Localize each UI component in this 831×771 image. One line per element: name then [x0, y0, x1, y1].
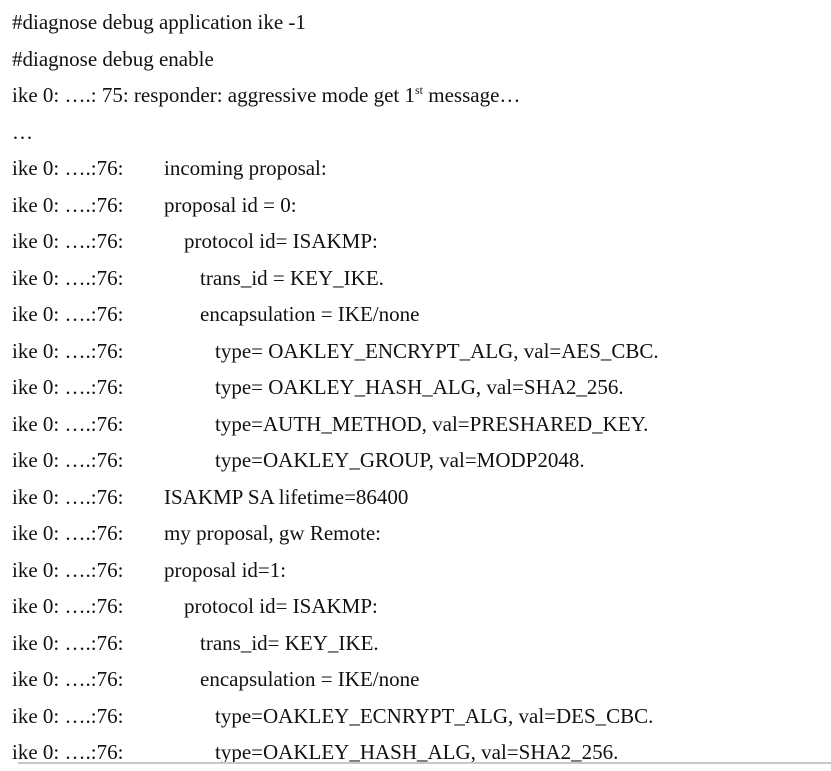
log-line-prefix: ike 0: ….:76:: [12, 156, 124, 180]
log-line-text: protocol id= ISAKMP:: [184, 594, 378, 618]
log-line: ike 0: ….: 75: responder: aggressive mod…: [12, 77, 827, 114]
log-line-main: …: [12, 119, 33, 144]
log-line: ike 0: ….:76: type= OAKLEY_ENCRYPT_ALG, v…: [12, 333, 827, 370]
log-line: ike 0: ….:76: ISAKMP SA lifetime=86400: [12, 479, 827, 516]
log-line-main: ike 0: ….: 75: responder: aggressive mod…: [12, 83, 415, 107]
log-line: ike 0: ….:76: type= OAKLEY_HASH_ALG, val=…: [12, 369, 827, 406]
log-line-prefix: ike 0: ….:76:: [12, 557, 124, 582]
log-line: ike 0: ….:76: trans_id= KEY_IKE.: [12, 625, 827, 662]
log-line: ike 0: ….:76: trans_id = KEY_IKE.: [12, 260, 827, 297]
log-line-text: ISAKMP SA lifetime=86400: [164, 484, 409, 509]
log-line-text: type= OAKLEY_ENCRYPT_ALG, val=AES_CBC.: [215, 338, 659, 363]
log-line: ike 0: ….:76: protocol id= ISAKMP:: [12, 223, 827, 260]
log-line: ike 0: ….:76: type=OAKLEY_GROUP, val=MODP…: [12, 442, 827, 479]
log-line-prefix: ike 0: ….:76:: [12, 667, 124, 691]
ordinal-suffix: st: [415, 83, 424, 97]
log-line-text: type=OAKLEY_ECNRYPT_ALG, val=DES_CBC.: [215, 703, 654, 728]
log-line: ike 0: ….:76: encapsulation = IKE/none: [12, 661, 827, 698]
log-line-prefix: ike 0: ….:76:: [12, 375, 124, 399]
log-line-prefix: ike 0: ….:76:: [12, 338, 124, 363]
log-line-text: trans_id = KEY_IKE.: [200, 265, 384, 290]
log-line-text: type= OAKLEY_HASH_ALG, val=SHA2_256.: [215, 375, 624, 399]
log-line: #diagnose debug application ike -1: [12, 4, 827, 41]
log-line-prefix: ike 0: ….:76:: [12, 630, 124, 655]
log-line: ike 0: ….:76: proposal id = 0:: [12, 187, 827, 224]
log-line-prefix: ike 0: ….:76:: [12, 521, 124, 545]
log-line-prefix: ike 0: ….:76:: [12, 594, 124, 618]
log-line: …: [12, 114, 827, 151]
log-line: #diagnose debug enable: [12, 41, 827, 78]
log-line-text: proposal id=1:: [164, 557, 287, 582]
log-line: ike 0: ….:76: encapsulation = IKE/none: [12, 296, 827, 333]
log-line-text: …: [12, 114, 33, 151]
log-line-text: proposal id = 0:: [164, 192, 297, 217]
log-line-prefix: ike 0: ….:76:: [12, 703, 124, 728]
log-line-text: incoming proposal:: [164, 156, 327, 180]
log-line-text: type=OAKLEY_HASH_ALG, val=SHA2_256.: [215, 740, 619, 764]
log-line-prefix: ike 0: ….:76:: [12, 302, 124, 326]
log-line: ike 0: ….:76: protocol id= ISAKMP:: [12, 588, 827, 625]
log-line-prefix: ike 0: ….:76:: [12, 192, 124, 217]
log-line-prefix: ike 0: ….:76:: [12, 448, 124, 472]
log-line-text: protocol id= ISAKMP:: [184, 229, 378, 253]
log-line-prefix: ike 0: ….:76:: [12, 740, 124, 764]
log-line: ike 0: ….:76: type=OAKLEY_ECNRYPT_ALG, va…: [12, 698, 827, 735]
log-line-text: #diagnose debug enable: [12, 41, 214, 78]
log-line-tail: message…: [423, 83, 521, 107]
log-line-prefix: ike 0: ….:76:: [12, 411, 124, 436]
log-line-prefix: ike 0: ….:76:: [12, 265, 124, 290]
debug-log: #diagnose debug application ike -1 #diagn…: [12, 4, 827, 771]
log-line-prefix: ike 0: ….:76:: [12, 484, 124, 509]
log-line: ike 0: ….:76: incoming proposal:: [12, 150, 827, 187]
log-line-prefix: ike 0: ….:76:: [12, 229, 124, 253]
log-line: ike 0: ….:76: type=OAKLEY_HASH_ALG, val=S…: [12, 734, 827, 771]
log-line: ike 0: ….:76: proposal id=1:: [12, 552, 827, 589]
log-line-text: encapsulation = IKE/none: [200, 302, 420, 326]
log-line-text: encapsulation = IKE/none: [200, 667, 420, 691]
log-line: ike 0: ….:76: type=AUTH_METHOD, val=PRESH…: [12, 406, 827, 443]
log-line-text: ike 0: ….: 75: responder: aggressive mod…: [12, 77, 520, 114]
bottom-divider: [18, 762, 831, 764]
log-line-text: type=AUTH_METHOD, val=PRESHARED_KEY.: [215, 411, 649, 436]
log-line-main: #diagnose debug enable: [12, 46, 214, 71]
log-line-text: trans_id= KEY_IKE.: [200, 630, 379, 655]
log-line-text: type=OAKLEY_GROUP, val=MODP2048.: [215, 448, 585, 472]
log-line-main: #diagnose debug application ike -1: [12, 10, 306, 34]
log-line-text: my proposal, gw Remote:: [164, 521, 381, 545]
log-line-text: #diagnose debug application ike -1: [12, 4, 306, 41]
log-line: ike 0: ….:76: my proposal, gw Remote:: [12, 515, 827, 552]
